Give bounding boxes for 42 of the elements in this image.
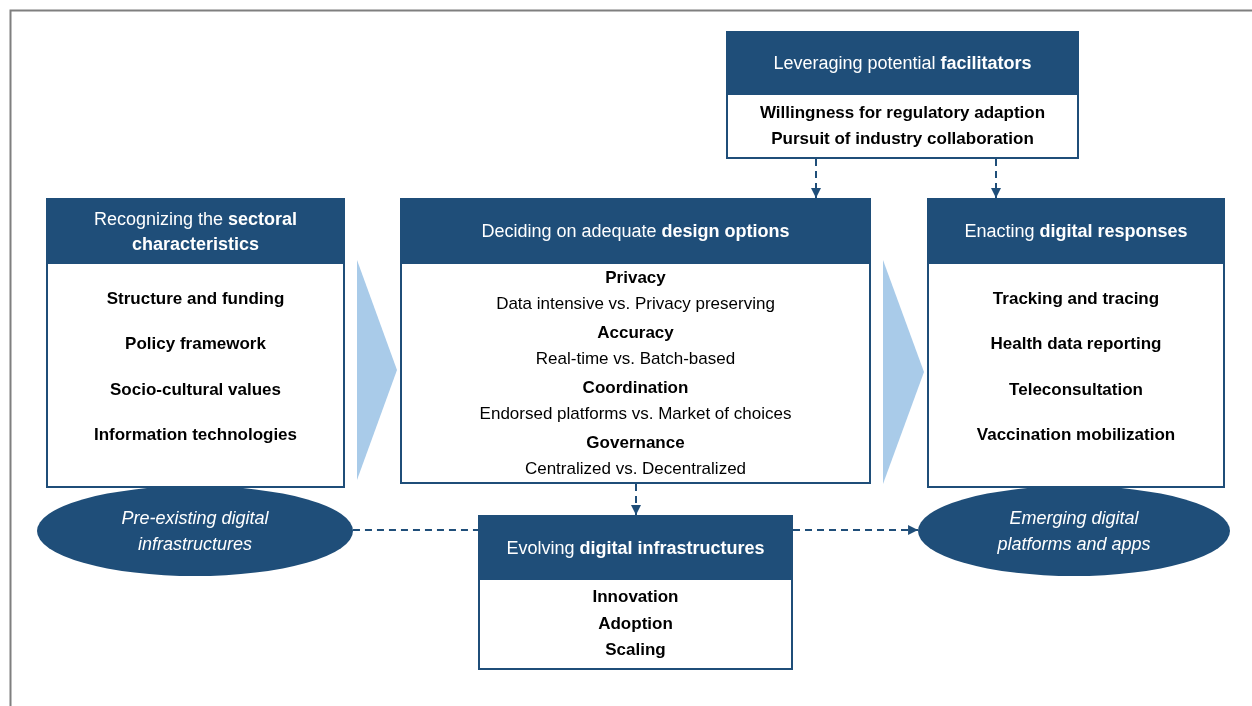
list-item: Innovation [592,586,679,609]
process-panel [400,198,871,484]
option-pair: Centralized vs. Decentralized [524,457,747,480]
dashed-arrow [792,525,920,535]
aspect-title: Coordination [582,377,689,399]
option-pair: Data intensive vs. Privacy preserving [496,292,775,315]
chevron-arrow [883,260,924,484]
list-item: Teleconsultation [1009,379,1143,400]
list-item: Structure and funding [106,289,285,310]
node-label: Emerging digital platforms and apps [996,506,1152,556]
list-item: Scaling [605,639,666,662]
dashed-arrow [991,158,1001,199]
aspect-title: Governance [586,432,685,454]
list-item: Information technologies [93,424,298,445]
list-item: Policy framework [125,334,266,355]
oval-node [918,486,1230,576]
dashed-line [351,529,479,531]
option-pair: Real-time vs. Batch-based [535,347,736,370]
option-pair: Endorsed platforms vs. Market of choices [479,402,792,425]
dashed-arrow [811,158,821,199]
list-item: Vaccination mobilization [976,424,1176,445]
panel-heading: Leveraging potential facilitators [728,33,1077,95]
dashed-arrow [631,483,641,516]
list-item: Tracking and tracing [992,289,1160,310]
process-panel [927,198,1225,488]
panel-heading: Recognizing the sectoral characteristics [48,200,343,264]
chevron-arrow [357,260,397,480]
list-item: Adoption [598,612,673,635]
panel-heading: Enacting digital responses [929,200,1223,264]
list-item: Socio-cultural values [110,379,281,400]
process-panel [478,515,793,670]
process-panel [46,198,345,488]
list-item: Health data reporting [990,334,1162,355]
list-item: Willingness for regulatory adaption [759,101,1046,124]
panel-heading: Evolving digital infrastructures [480,517,791,580]
aspect-title: Privacy [605,267,666,289]
panel-heading: Deciding on adequate design options [402,200,869,264]
list-item: Pursuit of industry collaboration [771,128,1034,150]
process-panel [726,31,1079,159]
node-label: Pre-existing digital infrastructures [120,506,270,556]
oval-node [37,486,353,576]
aspect-title: Accuracy [597,322,674,344]
